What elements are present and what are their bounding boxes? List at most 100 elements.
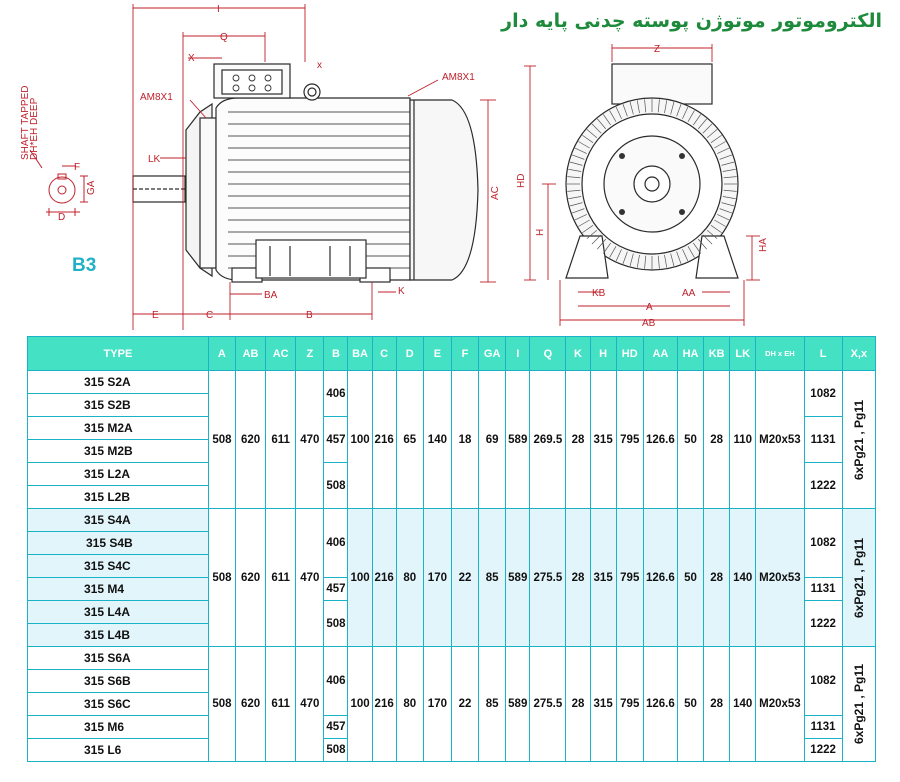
shaft-note-line-2: DH*EH DEEP <box>29 97 40 160</box>
cooling-fin <box>723 176 737 179</box>
cell-value: 28 <box>565 646 591 762</box>
cell-b-value: 457 <box>323 577 349 601</box>
motor-type: 315 S4C <box>27 554 209 578</box>
column-header: X,x <box>841 336 877 371</box>
dim-label-b: B <box>306 310 313 321</box>
cooling-fin <box>629 253 634 267</box>
dim-label-lk: LK <box>148 154 161 165</box>
dim-label-z: Z <box>654 44 660 55</box>
motor-type: 315 S6A <box>27 646 209 670</box>
cell-value: 65 <box>395 370 424 509</box>
front-foot-right <box>695 235 739 279</box>
dim-label-ac: AC <box>490 186 501 200</box>
cooling-fin <box>629 101 634 115</box>
mount-type-label: B3 <box>72 255 97 276</box>
cooling-fin <box>687 246 695 258</box>
cell-value: 589 <box>505 370 531 509</box>
motor-type: 315 L2B <box>27 485 209 509</box>
cell-value: 170 <box>422 646 452 762</box>
dim-label-hd: HD <box>516 174 527 188</box>
cell-value: 126.6 <box>642 370 678 509</box>
cell-value: 269.5 <box>529 370 567 509</box>
cell-value: 28 <box>565 370 591 509</box>
cooling-fin <box>687 110 695 122</box>
technical-drawing: SHAFT TAPPED DH*EH DEEP F GA D <box>0 0 900 335</box>
cell-value: 795 <box>615 370 644 509</box>
cooling-fin <box>574 147 587 154</box>
cooling-fin <box>622 104 628 117</box>
motor-type: 315 S2A <box>27 370 209 394</box>
cooling-fin <box>682 106 689 119</box>
cell-value: 100 <box>347 646 373 762</box>
cell-value: 50 <box>676 370 705 509</box>
dim-label-k: K <box>398 286 405 297</box>
cooling-fin <box>698 238 707 250</box>
cell-value: 470 <box>295 370 325 509</box>
dim-label-c: C <box>206 310 213 321</box>
column-header: K <box>565 336 591 371</box>
cooling-fin <box>693 242 702 254</box>
cell-value: 315 <box>589 370 617 509</box>
cooling-fin <box>615 106 622 119</box>
dim-label-x-upper: X <box>188 53 195 64</box>
column-header: E <box>422 336 452 371</box>
xx-text: 6xPg21 , Pg11 <box>851 399 866 480</box>
cell-value: 100 <box>347 508 373 647</box>
cell-value: 126.6 <box>642 508 678 647</box>
cell-value: 795 <box>615 646 644 762</box>
front-foot-left <box>565 235 609 279</box>
cell-value: 140 <box>729 646 757 762</box>
cell-value: 22 <box>450 646 480 762</box>
column-header: I <box>505 336 531 371</box>
cooling-fin <box>710 134 722 143</box>
front-dimensions <box>524 44 760 326</box>
cell-value: 216 <box>371 508 397 647</box>
cooling-fin <box>578 219 590 227</box>
cooling-fin <box>722 168 736 172</box>
cooling-fin <box>717 214 730 221</box>
cell-b-value: 457 <box>323 416 349 463</box>
cooling-fin <box>717 147 730 154</box>
column-header: H <box>589 336 617 371</box>
cooling-fin <box>597 238 606 250</box>
cell-b-value: 406 <box>323 370 349 417</box>
cell-value: 85 <box>478 646 507 762</box>
cooling-fin <box>698 118 707 130</box>
column-header: HA <box>676 336 705 371</box>
table-row: 315 L4B <box>27 623 876 647</box>
cell-b-value: 406 <box>323 508 349 578</box>
motor-type: 315 S4A <box>27 508 209 532</box>
column-header: HD <box>615 336 644 371</box>
cooling-fin <box>578 141 590 149</box>
cooling-fin <box>722 196 736 200</box>
cooling-fin <box>670 101 675 115</box>
dim-label-ga: GA <box>86 180 97 195</box>
cell-value: 275.5 <box>529 646 567 762</box>
dim-label-ab: AB <box>642 318 656 329</box>
cell-value: 126.6 <box>642 646 678 762</box>
cell-value: 795 <box>615 508 644 647</box>
cooling-fin <box>721 161 735 166</box>
motor-type: 315 S6C <box>27 692 209 716</box>
cooling-fin <box>574 214 587 221</box>
cooling-fin <box>644 99 647 113</box>
cell-l-value: 1222 <box>803 462 843 509</box>
dim-label-e: E <box>152 310 159 321</box>
cooling-fin <box>657 99 660 113</box>
cooling-fin <box>615 249 622 262</box>
motor-type: 315 M2B <box>27 439 209 463</box>
cell-value: 28 <box>703 646 731 762</box>
column-header: B <box>323 336 349 371</box>
cooling-fin <box>723 189 737 192</box>
cell-value: 22 <box>450 508 480 647</box>
cell-value: 508 <box>207 370 236 509</box>
cooling-fin <box>609 246 617 258</box>
front-terminal-box <box>611 63 713 105</box>
